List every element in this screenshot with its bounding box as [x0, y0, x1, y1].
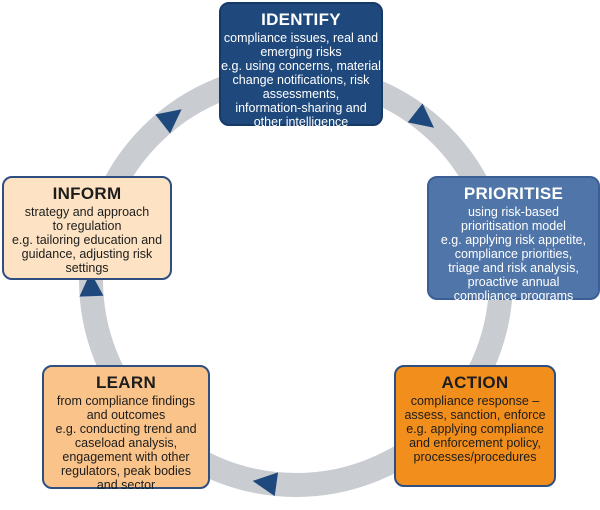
stage-inform-title: INFORM	[52, 184, 122, 203]
stage-prioritise-line: using risk-based	[467, 205, 559, 219]
stage-learn-line: regulators, peak bodies	[61, 464, 191, 478]
stage-identify-line: change notifications, risk	[232, 73, 370, 87]
stage-learn-line: and outcomes	[86, 408, 166, 422]
stage-inform: INFORM strategy and approach to regulati…	[2, 176, 172, 280]
stage-identify-line: assessments,	[262, 87, 340, 101]
arrow-inform-to-identify	[155, 109, 182, 134]
stage-prioritise: PRIORITISE using risk-based prioritisati…	[427, 176, 600, 303]
stage-learn-line: from compliance findings	[56, 394, 196, 408]
stage-prioritise-line: e.g. applying risk appetite,	[440, 233, 587, 247]
stage-prioritise-line: compliance programs	[453, 289, 574, 303]
stage-inform-line: guidance, adjusting risk	[21, 247, 153, 261]
stage-prioritise-line: triage and risk analysis,	[448, 261, 579, 275]
stage-identify-title: IDENTIFY	[261, 10, 341, 29]
stage-learn-line: and sector	[96, 478, 156, 492]
stage-prioritise-line: compliance priorities,	[454, 247, 573, 261]
stage-prioritise-line: prioritisation model	[461, 219, 566, 233]
stage-identify-line: emerging risks	[260, 45, 342, 59]
stage-prioritise-line: proactive annual	[467, 275, 560, 289]
stage-action-line: assess, sanction, enforce	[404, 408, 546, 422]
stage-identify-line: e.g. using concerns, material	[221, 59, 381, 73]
stage-action-line: e.g. applying compliance	[406, 422, 544, 436]
stage-action: ACTION compliance response – assess, san…	[394, 365, 556, 487]
stage-action-line: and enforcement policy,	[409, 436, 541, 450]
stage-action-line: processes/procedures	[413, 450, 537, 464]
arrow-learn-to-inform	[79, 272, 104, 297]
stage-learn-line: e.g. conducting trend and	[55, 422, 197, 436]
stage-learn: LEARN from compliance findings and outco…	[42, 365, 210, 492]
stage-action-title: ACTION	[441, 373, 509, 392]
stage-identify-line: compliance issues, real and	[223, 31, 379, 45]
stage-inform-line: settings	[65, 261, 109, 275]
stage-identify: IDENTIFY compliance issues, real and eme…	[219, 2, 383, 129]
stage-learn-title: LEARN	[95, 373, 157, 392]
stage-learn-line: caseload analysis,	[74, 436, 178, 450]
stage-inform-line: strategy and approach	[24, 205, 150, 219]
arrow-action-to-learn	[252, 472, 279, 497]
stage-learn-line: engagement with other	[62, 450, 190, 464]
arrow-identify-to-prioritise	[407, 103, 435, 128]
stage-identify-line: information-sharing and	[235, 101, 367, 115]
stage-inform-line: to regulation	[52, 219, 122, 233]
stage-prioritise-title: PRIORITISE	[463, 184, 564, 203]
stage-inform-line: e.g. tailoring education and	[11, 233, 163, 247]
stage-identify-line: other intelligence	[253, 115, 349, 129]
stage-action-line: compliance response –	[410, 394, 540, 408]
